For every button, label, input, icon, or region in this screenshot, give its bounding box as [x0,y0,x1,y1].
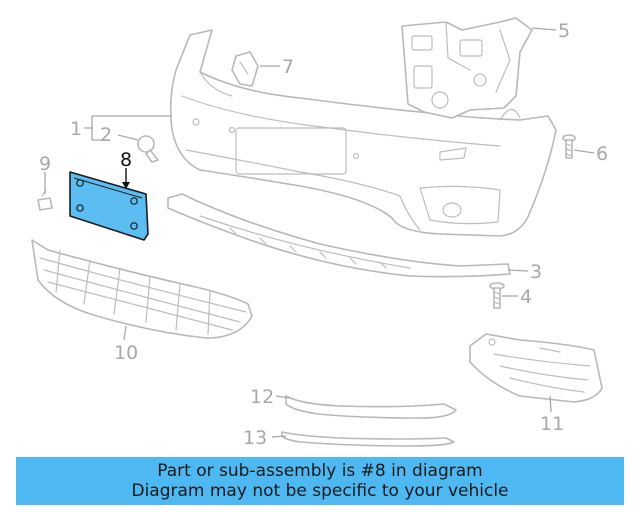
callout-12: 12 [250,386,274,408]
trim-strip-part-13 [281,431,455,447]
license-plate-bracket-body [69,171,149,241]
bolt-part-4 [489,282,505,309]
callout-11: 11 [540,413,564,435]
lower-spoiler-part [167,193,511,278]
callout-13: 13 [243,427,267,449]
callout-6: 6 [596,143,608,165]
fog-lamp-bezel-part [469,333,603,403]
sensor-part-2 [137,135,159,163]
leader-lines [44,27,595,438]
lower-grille-part [31,239,253,339]
callout-9: 9 [39,153,51,175]
info-banner: Part or sub-assembly is #8 in diagram Di… [16,457,624,505]
callout-7: 7 [282,56,294,78]
license-plate-bracket-part [69,171,149,241]
callout-4: 4 [520,286,532,308]
mounting-bracket-part [401,17,533,119]
callout-1: 1 [70,118,82,140]
trim-strip-part-12 [285,395,457,419]
callout-10: 10 [114,342,138,364]
banner-line-1: Part or sub-assembly is #8 in diagram [157,461,483,481]
clip-part-9 [37,189,53,211]
banner-line-2: Diagram may not be specific to your vehi… [131,481,509,501]
callout-3: 3 [530,261,542,283]
callout-labels: 1 2 3 4 5 6 7 8 9 10 11 12 13 [39,20,608,449]
callout-2: 2 [100,124,112,146]
callout-8: 8 [120,149,132,171]
screw-part-6 [562,134,576,159]
callout-5: 5 [558,20,570,42]
bumper-cover-part [169,29,557,237]
clip-bracket-part [231,51,259,87]
